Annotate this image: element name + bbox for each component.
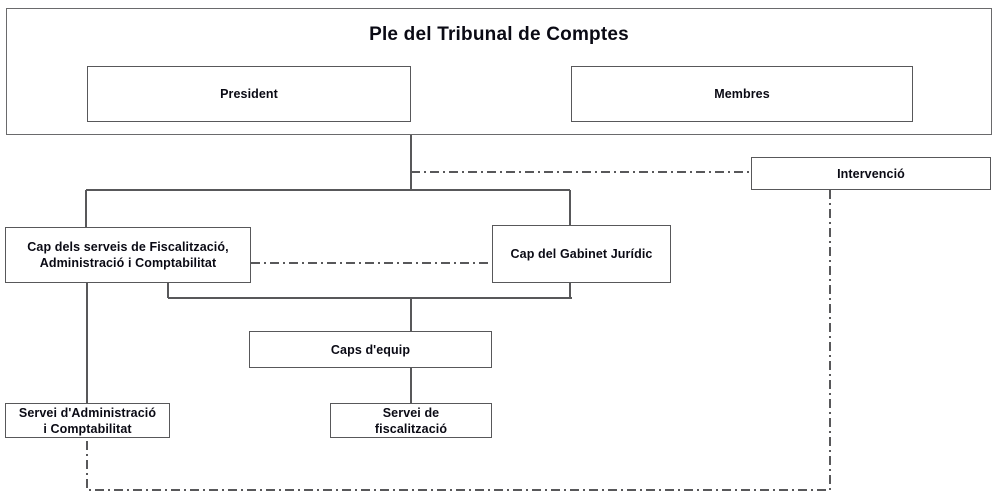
node-caps-equip[interactable]: Caps d'equip	[249, 331, 492, 368]
node-cap-serveis-fiscalitzacio-label: Cap dels serveis de Fiscalització, Admin…	[27, 240, 229, 270]
node-membres-label: Membres	[714, 87, 770, 101]
node-servei-fiscalitzacio[interactable]: Servei de fiscalització	[330, 403, 492, 438]
node-cap-serveis-fiscalitzacio[interactable]: Cap dels serveis de Fiscalització, Admin…	[5, 227, 251, 283]
page-title: Ple del Tribunal de Comptes	[369, 24, 629, 45]
node-membres[interactable]: Membres	[571, 66, 913, 122]
node-servei-administracio[interactable]: Servei d'Administració i Comptabilitat	[5, 403, 170, 438]
node-intervencio[interactable]: Intervenció	[751, 157, 991, 190]
node-cap-gabinet-juridic-label: Cap del Gabinet Jurídic	[510, 247, 653, 261]
node-servei-fiscalitzacio-label: Servei de fiscalització	[374, 405, 448, 436]
node-cap-gabinet-juridic[interactable]: Cap del Gabinet Jurídic	[492, 225, 671, 283]
node-caps-equip-label: Caps d'equip	[330, 342, 411, 357]
node-servei-administracio-label: Servei d'Administració i Comptabilitat	[18, 405, 157, 436]
node-intervencio-label: Intervenció	[837, 166, 905, 181]
node-president[interactable]: President	[87, 66, 411, 122]
node-president-label: President	[220, 87, 278, 101]
